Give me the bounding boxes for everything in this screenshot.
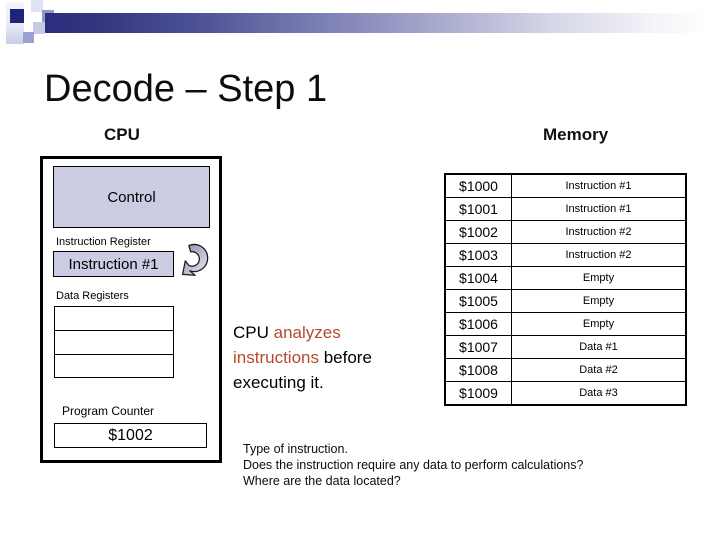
note-line: Where are the data located? [243,474,401,488]
memory-address: $1003 [444,243,512,267]
memory-address: $1001 [444,197,512,221]
data-registers-box [54,306,174,378]
cpu-heading: CPU [104,125,140,144]
memory-content: Empty [511,312,687,336]
memory-address: $1000 [444,173,512,198]
memory-address: $1009 [444,381,512,406]
memory-heading: Memory [543,125,609,144]
deco-square-light [33,22,45,34]
annotation-plain: CPU [233,323,274,342]
deco-gradient-bar [45,13,708,33]
data-register-slot [55,355,173,379]
annotation-plain: before executing it. [233,348,372,392]
memory-address: $1006 [444,312,512,336]
memory-content: Instruction #2 [511,220,687,244]
memory-address: $1002 [444,220,512,244]
memory-content: Data #1 [511,335,687,359]
deco-square-slate [23,32,34,43]
data-register-slot [55,307,173,331]
program-counter-label: Program Counter [62,404,155,418]
annotation-text: CPU analyzes instructions before executi… [233,320,405,395]
memory-address: $1004 [444,266,512,290]
memory-address: $1005 [444,289,512,313]
instruction-register-value: Instruction #1 [53,251,174,277]
memory-content: Instruction #1 [511,173,687,198]
memory-content: Data #2 [511,358,687,382]
slide-title: Decode – Step 1 [44,68,328,110]
memory-content: Instruction #1 [511,197,687,221]
note-line: Does the instruction require any data to… [243,458,584,472]
annotation-highlight: analyzes instructions [233,323,341,367]
program-counter-value: $1002 [54,423,207,448]
cpu-box: Control Instruction Register Instruction… [40,156,222,463]
instruction-register-label: Instruction Register [56,236,151,248]
memory-content: Instruction #2 [511,243,687,267]
memory-address: $1007 [444,335,512,359]
memory-content: Data #3 [511,381,687,406]
data-register-slot [55,331,173,355]
deco-square-pale [31,0,43,12]
control-unit-box: Control [53,166,210,228]
memory-address: $1008 [444,358,512,382]
memory-content: Empty [511,289,687,313]
note-line: Type of instruction. [243,442,348,456]
memory-content: Empty [511,266,687,290]
data-registers-label: Data Registers [56,290,129,302]
rotate-arrow-icon [179,231,215,294]
notes-block: Type of instruction. Does the instructio… [243,441,583,489]
deco-square-navy [10,9,24,23]
